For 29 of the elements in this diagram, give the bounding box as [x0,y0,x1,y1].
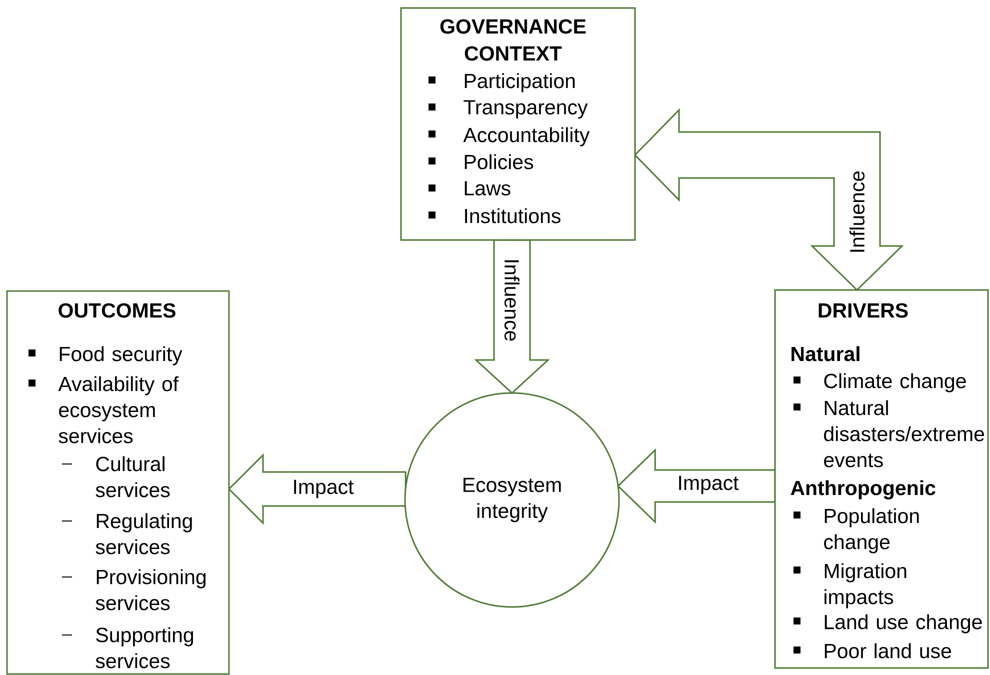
list-item: Availability of ecosystem services [58,376,179,444]
list-item: Land use change [824,614,982,634]
list-item: Climate change [824,373,966,392]
list-item: Migration impacts [824,563,906,608]
list-item: Supporting services [96,627,194,668]
subheading: Natural [792,346,860,362]
list-item: Cultural services [96,456,170,498]
list-item: Transparency [464,100,588,119]
list-item: Population change [824,508,919,554]
edge-label: Influence [848,169,866,255]
edge-label: Impact [291,478,355,500]
subheading: Anthropogenic [790,480,936,500]
box-heading: OUTCOMES [58,303,176,318]
list-item: Policies [464,154,534,170]
box-heading: DRIVERS [818,303,908,318]
node-label: Ecosystem integrity [464,478,561,522]
list-item: Natural disasters/extreme events [824,400,984,468]
box-heading: GOVERNANCE CONTEXT [440,19,586,61]
list-item: Poor land use [824,643,952,658]
list-item: Food security [60,346,182,366]
edge-label: Impact [676,474,740,496]
list-item: Regulating services [96,513,192,554]
list-item: Provisioning services [96,569,206,610]
list-item: Accountability [463,127,590,146]
edge-label: Influence [503,257,521,343]
list-item: Institutions [465,208,560,224]
block-arrow [634,108,904,292]
list-item: Participation [464,73,575,92]
list-item: Laws [464,181,510,196]
